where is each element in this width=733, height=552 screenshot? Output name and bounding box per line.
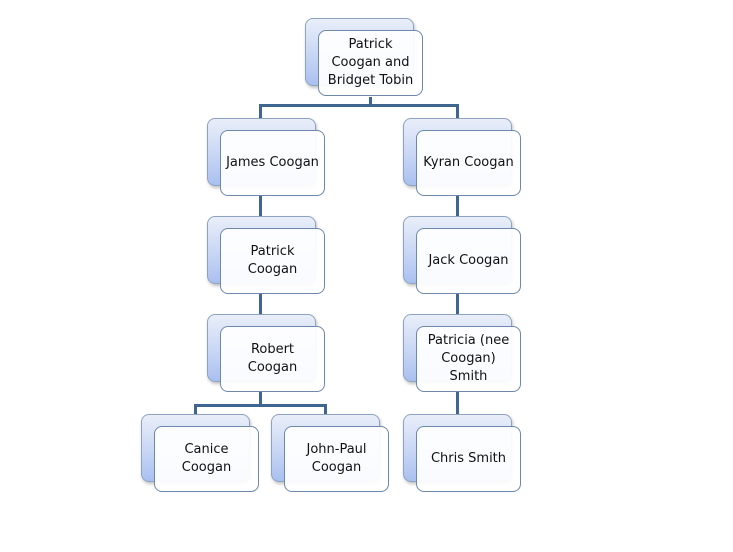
node-label: Canice Coogan [181,442,232,475]
connector-to-kyran [456,104,459,130]
node-box: Patrick Coogan [220,228,325,294]
node-label: James Coogan [226,155,319,170]
node-robert-coogan[interactable]: Robert Coogan [207,314,327,393]
node-patricia-smith[interactable]: Patricia (nee Coogan) Smith [403,314,523,393]
node-james-coogan[interactable]: James Coogan [207,118,327,197]
node-canice-coogan[interactable]: Canice Coogan [141,414,261,493]
node-john-paul-coogan[interactable]: John-Paul Coogan [271,414,391,493]
node-label: Kyran Coogan [423,155,514,170]
connector-patrick-robert [259,294,262,326]
node-label: Jack Coogan [428,253,509,268]
node-box: Patricia (nee Coogan) Smith [416,326,521,392]
node-box: Chris Smith [416,426,521,492]
connector-root-horizontal [259,104,459,107]
connector-kyran-jack [456,196,459,228]
connector-to-james [259,104,262,130]
node-box: Kyran Coogan [416,130,521,196]
node-chris-smith[interactable]: Chris Smith [403,414,523,493]
node-label: Chris Smith [430,451,507,466]
node-box: Canice Coogan [154,426,259,492]
node-box: James Coogan [220,130,325,196]
connector-james-patrick [259,196,262,228]
node-patrick-coogan[interactable]: Patrick Coogan [207,216,327,295]
node-box: Jack Coogan [416,228,521,294]
connector-patricia-chris [456,392,459,426]
node-box: Robert Coogan [220,326,325,392]
connector-robert-horizontal [194,404,327,407]
node-jack-coogan[interactable]: Jack Coogan [403,216,523,295]
node-label: Patrick Coogan and Bridget Tobin [327,37,414,88]
connector-root-down [369,97,372,106]
connector-robert-down [259,392,262,406]
node-label: John-Paul Coogan [306,442,367,475]
node-kyran-coogan[interactable]: Kyran Coogan [403,118,523,197]
node-label: Patrick Coogan [247,244,298,277]
node-label: Patricia (nee Coogan) Smith [427,333,510,384]
connector-jack-patricia [456,294,459,326]
node-label: Robert Coogan [247,342,298,375]
node-box: John-Paul Coogan [284,426,389,492]
node-box: Patrick Coogan and Bridget Tobin [318,30,423,96]
node-patrick-coogan-and-bridget-tobin[interactable]: Patrick Coogan and Bridget Tobin [305,18,425,97]
